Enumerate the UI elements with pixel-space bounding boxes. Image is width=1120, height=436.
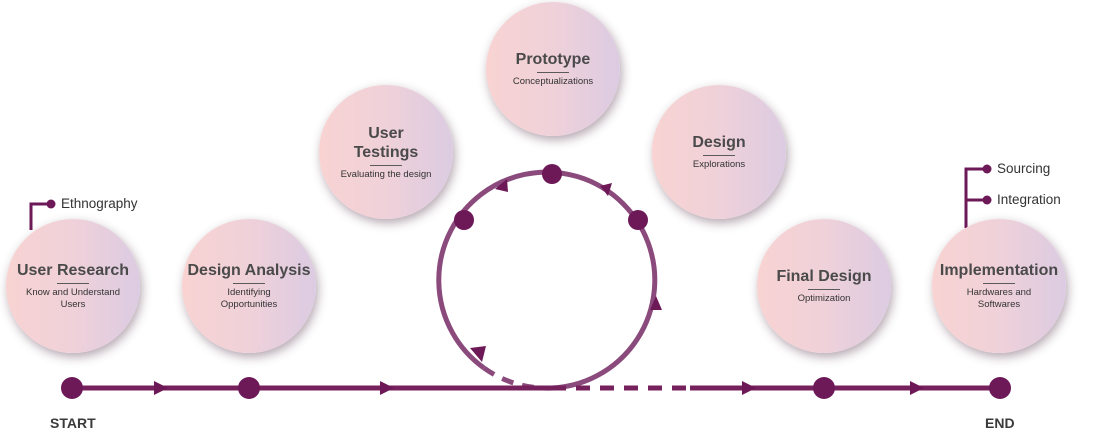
timeline-node-start <box>61 377 83 399</box>
title-divider <box>983 283 1015 284</box>
step-title: User Research <box>16 262 130 279</box>
loop-dashed-arc <box>482 365 553 391</box>
timeline-arrow-2 <box>380 381 394 395</box>
step-final-design: Final Design Optimization <box>757 219 891 353</box>
step-subtitle: Conceptualizations <box>512 76 594 87</box>
loop-arrow-right <box>650 296 662 310</box>
step-design-analysis: Design Analysis Identifying Opportunitie… <box>182 219 316 353</box>
step-implementation: Implementation Hardwares and Softwares <box>932 219 1066 353</box>
title-divider <box>703 155 735 156</box>
title-divider <box>233 283 265 284</box>
step-title: Design Analysis <box>187 262 311 279</box>
step-subtitle: Know and Understand Users <box>25 287 120 310</box>
step-subtitle: Evaluating the design <box>340 168 432 180</box>
loop-solid-arc <box>436 169 658 391</box>
step-title: Implementation <box>939 262 1059 279</box>
loop-node-right <box>628 210 648 230</box>
loop-arrow-bottom-left <box>470 346 486 362</box>
start-label: START <box>50 415 96 431</box>
step-title: Prototype <box>515 51 591 68</box>
title-divider <box>808 289 840 290</box>
ethnography-dot <box>46 199 56 209</box>
loop-node-top <box>542 164 562 184</box>
note-integration: Integration <box>997 192 1061 207</box>
integration-dot <box>982 195 992 205</box>
timeline-node-final <box>813 377 835 399</box>
step-subtitle: Identifying Opportunities <box>220 287 278 310</box>
timeline-node-analysis <box>238 377 260 399</box>
step-user-testings: User Testings Evaluating the design <box>319 85 453 219</box>
step-subtitle: Optimization <box>797 293 851 304</box>
end-label: END <box>985 415 1015 431</box>
step-title: Final Design <box>776 268 872 285</box>
note-sourcing: Sourcing <box>997 161 1051 176</box>
loop-node-left <box>454 210 474 230</box>
step-title: Design <box>692 134 746 151</box>
title-divider <box>537 72 569 73</box>
implementation-connector <box>964 167 986 228</box>
sourcing-dot <box>982 164 992 174</box>
step-subtitle: Hardwares and Softwares <box>966 287 1032 310</box>
loop-arrow-top-left <box>495 179 508 192</box>
timeline-node-end <box>989 377 1011 399</box>
loop-arrow-top-right <box>600 183 612 196</box>
title-divider <box>370 164 402 166</box>
ethnography-connector <box>29 202 50 230</box>
timeline-arrow-1 <box>154 381 168 395</box>
note-ethnography: Ethnography <box>61 196 138 211</box>
step-design: Design Explorations <box>652 85 786 219</box>
step-user-research: User Research Know and Understand Users <box>6 219 140 353</box>
timeline-arrow-4 <box>910 381 924 395</box>
timeline-arrow-3 <box>742 381 756 395</box>
title-divider <box>57 283 89 284</box>
step-prototype: Prototype Conceptualizations <box>486 2 620 136</box>
step-title: User Testings <box>353 124 419 161</box>
step-subtitle: Explorations <box>692 159 746 170</box>
